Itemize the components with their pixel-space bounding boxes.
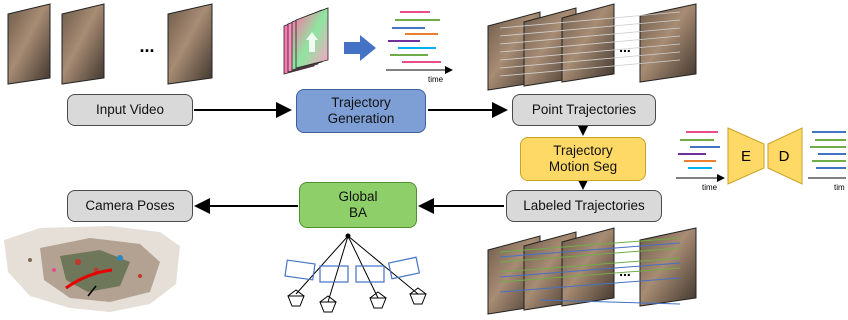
trajectory-generation-label: Trajectory Generation — [327, 94, 395, 126]
trajectory-motion-seg-label: Trajectory Motion Seg — [548, 142, 618, 174]
trajectory-motion-seg-node: Trajectory Motion Seg — [520, 137, 646, 181]
input-video-frames — [7, 3, 213, 85]
labeled-trajectories-node: Labeled Trajectories — [506, 190, 662, 222]
reconstruction-point-cloud — [4, 226, 180, 312]
labeled-trajectory-frames — [487, 227, 697, 315]
point-trajectories-label: Point Trajectories — [531, 101, 637, 117]
pipeline-arrows — [194, 102, 591, 214]
camera-poses-label: Camera Poses — [85, 197, 175, 213]
encoder-label: E — [741, 148, 751, 165]
time-axis-label-left: time — [702, 183, 718, 192]
camera-icon — [319, 295, 337, 313]
point-trajectory-frames — [487, 3, 697, 91]
trajectory-plot-small — [386, 11, 453, 74]
encoder-block — [727, 127, 765, 185]
flow-to-tracks-arrow — [344, 35, 376, 61]
decoder-block — [767, 127, 803, 185]
camera-icon — [409, 287, 427, 305]
bundle-adjustment-illustration — [284, 233, 427, 313]
point-trajectories-node: Point Trajectories — [512, 94, 656, 126]
trajectory-plot-right — [808, 131, 846, 179]
input-video-label: Input Video — [95, 101, 165, 117]
decoder-label: D — [779, 148, 790, 165]
time-axis-label-right: tim — [834, 183, 845, 192]
camera-icon — [369, 291, 387, 309]
camera-icon — [287, 289, 305, 307]
ellipsis-input: ... — [139, 36, 154, 56]
ellipsis-trajectories: ... — [619, 39, 631, 55]
trajectory-plot-left — [676, 131, 725, 182]
global-ba-label: Global BA — [338, 188, 378, 220]
global-ba-node: Global BA — [299, 182, 417, 228]
time-axis-label: time — [428, 75, 444, 84]
trajectory-generation-node: Trajectory Generation — [296, 89, 426, 133]
ellipsis-labeled: ... — [619, 263, 631, 279]
labeled-trajectories-label: Labeled Trajectories — [523, 197, 645, 213]
input-video-node: Input Video — [67, 94, 193, 126]
camera-poses-node: Camera Poses — [67, 190, 193, 222]
optical-flow-images — [283, 7, 329, 75]
